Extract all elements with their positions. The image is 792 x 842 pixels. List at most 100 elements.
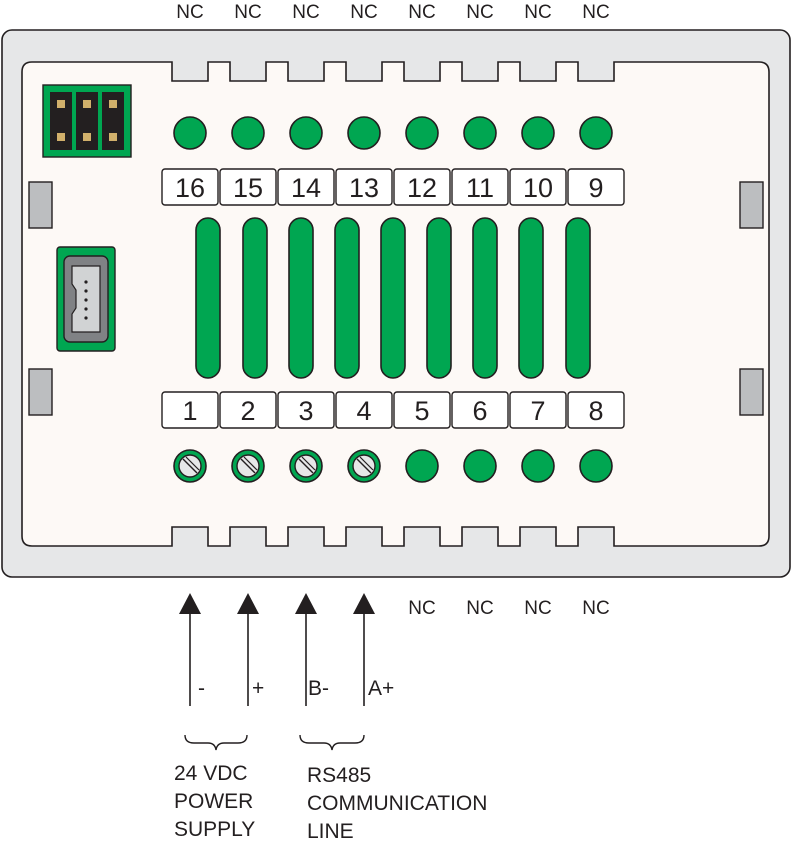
pcb-trace	[472, 217, 498, 379]
wire-arrow	[179, 593, 201, 706]
top-nc-labels: NC NC NC NC NC NC NC NC	[176, 2, 609, 23]
terminal-screw-green	[463, 116, 497, 150]
wire-arrows	[179, 593, 375, 706]
power-label-line1: 24 VDC	[174, 762, 248, 785]
terminal-number-box: 12	[393, 168, 451, 206]
pcb-trace	[288, 217, 314, 379]
pcb-trace	[518, 217, 544, 379]
terminal-screw-slotted	[231, 449, 265, 483]
terminal-screw-green	[405, 116, 439, 150]
terminal-screw-green	[521, 449, 555, 483]
left-clip-lower	[28, 368, 53, 416]
terminal-number: 8	[588, 396, 603, 426]
terminal-screw-slotted	[289, 449, 323, 483]
top-nc-label: NC	[582, 2, 609, 23]
terminal-number-box: 6	[451, 391, 509, 429]
power-label-line2: POWER	[174, 790, 253, 813]
terminal-number-box: 7	[509, 391, 567, 429]
bottom-nc-label: NC	[466, 598, 493, 619]
top-nc-label: NC	[234, 2, 261, 23]
jumper-header	[42, 84, 132, 158]
terminal-screw-slotted	[173, 449, 207, 483]
bottom-terminal-numbers: 1 2 3 4 5 6 7 8	[161, 391, 625, 429]
terminal-screw-green	[521, 116, 555, 150]
terminal-number: 10	[523, 173, 553, 203]
terminal-number-box: 16	[161, 168, 219, 206]
top-nc-label: NC	[466, 2, 493, 23]
terminal-number-box: 9	[567, 168, 625, 206]
right-clip-upper	[739, 181, 764, 229]
wire-arrow	[295, 593, 317, 706]
wire-arrow	[237, 593, 259, 706]
top-nc-label: NC	[292, 2, 319, 23]
terminal-number: 16	[175, 173, 205, 203]
terminal-number-box: 3	[277, 391, 335, 429]
terminal-number: 15	[233, 173, 263, 203]
terminal-number: 14	[291, 173, 321, 203]
terminal-number-box: 13	[335, 168, 393, 206]
terminal-number-box: 4	[335, 391, 393, 429]
bottom-nc-labels: NC NC NC NC	[408, 598, 609, 619]
pcb-traces	[195, 217, 591, 379]
pcb-trace	[242, 217, 268, 379]
terminal-number-box: 14	[277, 168, 335, 206]
terminal-number-box: 5	[393, 391, 451, 429]
terminal-screw-green	[173, 116, 207, 150]
rs485-brace	[299, 734, 365, 751]
left-clip-upper	[28, 181, 53, 229]
terminal-number: 3	[298, 396, 313, 426]
bottom-nc-label: NC	[524, 598, 551, 619]
terminal-number: 7	[530, 396, 545, 426]
terminal-number-box: 10	[509, 168, 567, 206]
terminal-screw-green	[463, 449, 497, 483]
terminal-number: 9	[588, 173, 603, 203]
terminal-screw-green	[347, 116, 381, 150]
terminal-screw-green	[405, 449, 439, 483]
wire-label-plus: +	[252, 677, 264, 700]
terminal-number-box: 11	[451, 168, 509, 206]
power-brace	[184, 734, 248, 751]
terminal-number: 2	[240, 396, 255, 426]
terminal-number: 11	[466, 173, 494, 203]
pcb-trace	[426, 217, 452, 379]
rs485-label-line1: RS485	[307, 764, 371, 787]
terminal-screw-green	[579, 449, 613, 483]
top-terminal-numbers: 16 15 14 13 12 11 10 9	[161, 168, 625, 206]
right-clip-lower	[739, 368, 764, 416]
power-label-line3: SUPPLY	[174, 818, 255, 841]
top-nc-label: NC	[408, 2, 435, 23]
wire-label-minus: -	[198, 677, 205, 700]
pcb-trace	[565, 217, 591, 379]
bottom-nc-label: NC	[408, 598, 435, 619]
terminal-number-box: 2	[219, 391, 277, 429]
bottom-terminal-screws	[173, 449, 613, 483]
terminal-screw-green	[231, 116, 265, 150]
pcb-trace	[195, 217, 221, 379]
terminal-number-box: 8	[567, 391, 625, 429]
top-terminal-screws	[173, 116, 613, 150]
terminal-number-box: 1	[161, 391, 219, 429]
terminal-number-box: 15	[219, 168, 277, 206]
pcb-trace	[380, 217, 406, 379]
terminal-number: 6	[472, 396, 487, 426]
rs485-label-line3: LINE	[307, 820, 354, 842]
wire-arrow	[353, 593, 375, 706]
bottom-nc-label: NC	[582, 598, 609, 619]
usb-connector	[56, 246, 116, 352]
terminal-number: 12	[407, 173, 437, 203]
side-clips	[28, 181, 764, 416]
terminal-screw-slotted	[347, 449, 381, 483]
terminal-number: 5	[414, 396, 429, 426]
terminal-screw-green	[579, 116, 613, 150]
terminal-number: 4	[356, 396, 371, 426]
wire-label-a-plus: A+	[368, 677, 394, 700]
terminal-screw-green	[289, 116, 323, 150]
wire-label-b-minus: B-	[308, 677, 329, 700]
top-nc-label: NC	[176, 2, 203, 23]
terminal-number: 13	[349, 173, 379, 203]
top-nc-label: NC	[524, 2, 551, 23]
pcb-trace	[334, 217, 360, 379]
top-nc-label: NC	[350, 2, 377, 23]
terminal-number: 1	[182, 396, 197, 426]
